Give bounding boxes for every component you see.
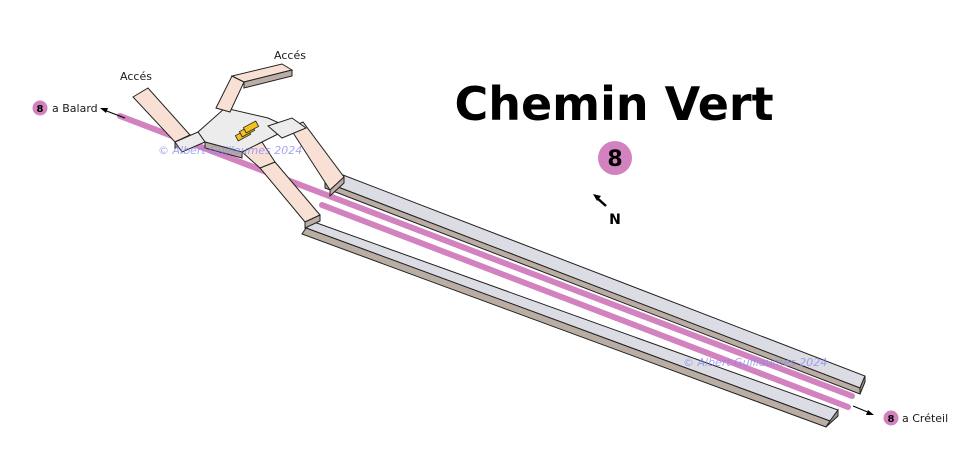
direction-west-label: a Balard — [52, 102, 98, 115]
tracks — [117, 113, 855, 410]
track-line-lower — [319, 202, 851, 410]
access-north — [215, 63, 294, 113]
line-badge-main-number: 8 — [607, 147, 622, 172]
direction-east-label: a Créteil — [902, 412, 948, 425]
watermark-1: © Albert Guillaumes 2024 — [158, 144, 302, 157]
platform-north — [324, 169, 866, 395]
line-badge-west-number: 8 — [37, 104, 44, 115]
direction-east: 8 a Créteil — [852, 405, 948, 426]
line-badge-east — [883, 410, 899, 426]
watermark-2: © Albert Guillaumes 2024 — [683, 356, 827, 369]
direction-west-arrow — [103, 109, 126, 119]
north-label: N — [609, 212, 621, 228]
line-badge-main — [598, 141, 632, 175]
direction-east-arrow — [852, 405, 871, 414]
access-label-west: Accés — [120, 70, 152, 83]
direction-west: 8 a Balard — [32, 100, 126, 119]
access-west — [132, 87, 206, 153]
station-title: Chemin Vert — [454, 77, 773, 131]
line-badge-west — [32, 100, 48, 116]
access-label-north: Accés — [274, 49, 306, 62]
track-line-upper — [117, 113, 855, 399]
platform-south — [301, 221, 839, 428]
line-badge-east-number: 8 — [888, 414, 895, 425]
north-compass: N — [593, 194, 621, 228]
stairs — [234, 120, 260, 142]
